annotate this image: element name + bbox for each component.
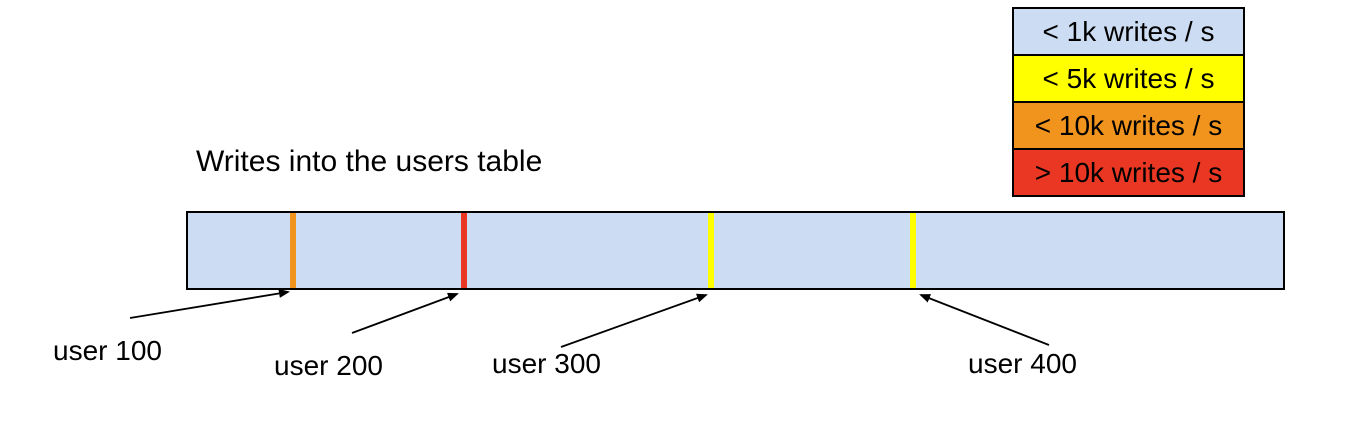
legend-item-label: < 1k writes / s	[1042, 15, 1215, 47]
hotspot-stripe-user-400	[910, 213, 916, 288]
legend-item-label: > 10k writes / s	[1034, 156, 1223, 188]
diagram-title: Writes into the users table	[196, 145, 543, 178]
label-user-200: user 200	[274, 350, 383, 381]
arrow-user-100-icon	[129, 289, 290, 319]
legend-item-label: < 5k writes / s	[1042, 62, 1215, 94]
hotspot-stripe-user-200	[461, 213, 467, 288]
legend-item-label: < 10k writes / s	[1034, 109, 1223, 141]
label-user-400: user 400	[968, 348, 1077, 379]
legend-item-lt-10k: < 10k writes / s	[1014, 101, 1243, 148]
legend-item-gt-10k: > 10k writes / s	[1014, 148, 1243, 195]
arrow-user-400-icon	[919, 294, 1050, 346]
legend: < 1k writes / s < 5k writes / s < 10k wr…	[1012, 7, 1245, 197]
legend-item-lt-5k: < 5k writes / s	[1014, 54, 1243, 101]
legend-item-lt-1k: < 1k writes / s	[1014, 9, 1243, 54]
users-table-bar	[186, 211, 1285, 290]
hotspot-stripe-user-300	[708, 213, 714, 288]
label-user-100: user 100	[53, 335, 162, 366]
arrow-user-200-icon	[351, 292, 459, 334]
label-user-300: user 300	[492, 348, 601, 379]
hotspot-stripe-user-100	[290, 213, 296, 288]
arrow-user-300-icon	[560, 293, 708, 348]
